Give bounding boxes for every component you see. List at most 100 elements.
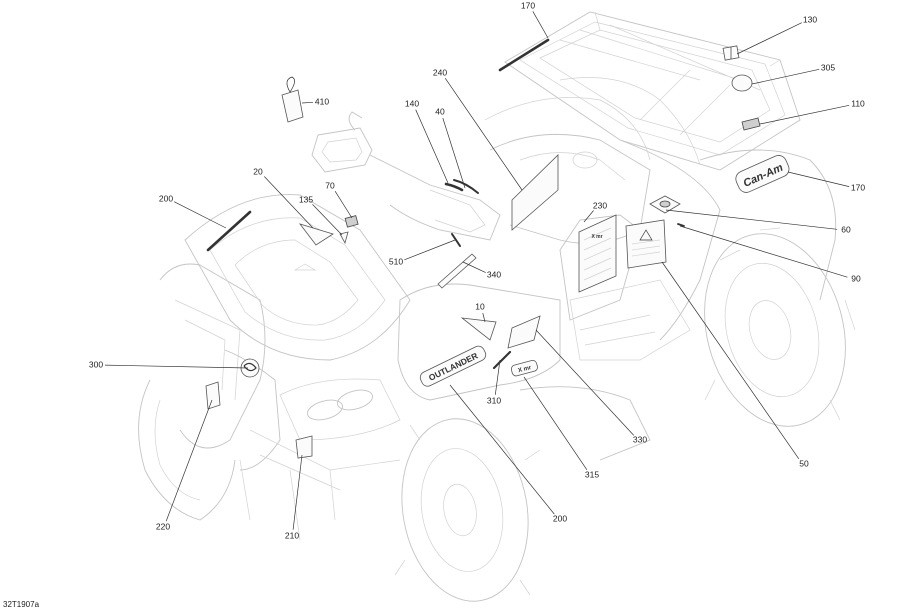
callout-leader	[494, 359, 501, 395]
decal-315: X mr	[510, 359, 538, 377]
callout-leader	[334, 191, 353, 219]
callout-20-8: 20	[253, 166, 314, 229]
callout-label: 70	[325, 180, 335, 190]
callout-label: 135	[299, 194, 313, 204]
decals: Can-Am X mr	[205, 38, 790, 459]
callout-200-24: 200	[449, 384, 567, 523]
callout-leader	[312, 204, 343, 236]
callout-label: 305	[821, 62, 835, 72]
callout-label: 340	[487, 269, 501, 279]
callout-110-4: 110	[759, 98, 865, 125]
callout-label: 200	[553, 513, 567, 523]
callout-leader	[462, 261, 486, 273]
decal-40	[453, 179, 479, 194]
callout-315-23: 315	[523, 376, 599, 479]
callout-label: 410	[315, 96, 329, 106]
callout-leader	[449, 384, 555, 515]
decal-340	[437, 253, 477, 289]
callout-240-7: 240	[433, 67, 523, 191]
callout-60-14: 60	[665, 209, 851, 234]
callout-leader	[679, 225, 848, 278]
callout-10-18: 10	[475, 301, 486, 323]
decal-90	[677, 223, 685, 227]
drawing-reference: 32T1907a	[3, 600, 40, 609]
callout-leader	[665, 209, 838, 230]
callout-leader	[523, 376, 588, 470]
callout-200-11: 200	[159, 193, 227, 229]
callout-leader	[165, 399, 213, 522]
callout-label: 170	[851, 182, 865, 192]
callout-label: 200	[159, 193, 173, 203]
callout-leader	[264, 176, 314, 229]
callout-label: 240	[433, 67, 447, 77]
callout-40-6: 40	[435, 106, 466, 189]
callout-leader	[104, 364, 249, 369]
decal-240	[511, 154, 559, 231]
decal-210	[295, 435, 313, 459]
callout-50-22: 50	[661, 261, 809, 468]
svg-text:X mr: X mr	[518, 365, 533, 374]
callout-leader	[173, 201, 227, 229]
callout-170-12: 170	[787, 171, 865, 192]
callout-label: 10	[475, 301, 485, 311]
callout-leader	[661, 261, 800, 459]
decal-10	[460, 317, 497, 341]
decal-70	[344, 215, 359, 228]
callout-leader	[787, 171, 850, 187]
decal-110	[741, 117, 761, 131]
callout-leader	[301, 101, 314, 104]
decal-200-model: OUTLANDER	[419, 345, 487, 387]
decal-305	[731, 74, 753, 92]
callout-label: 110	[851, 98, 865, 108]
callout-leader	[404, 239, 456, 261]
callout-leader	[535, 329, 635, 436]
decal-135	[339, 231, 349, 245]
callout-leader	[442, 117, 466, 189]
callout-leader	[444, 78, 523, 191]
decal-220	[205, 381, 221, 410]
decal-510	[451, 233, 461, 247]
callout-300-19: 300	[89, 359, 249, 369]
decal-200-front	[206, 210, 252, 252]
callout-leader	[482, 312, 486, 323]
callout-label: 330	[633, 434, 647, 444]
callout-leader	[583, 210, 594, 223]
callout-510-17: 510	[389, 239, 456, 266]
decal-230	[578, 214, 617, 293]
callout-label: 40	[435, 106, 445, 116]
callout-label: 20	[253, 166, 263, 176]
decal-310	[492, 350, 512, 370]
callout-label: 300	[89, 359, 103, 369]
callout-label: 130	[803, 14, 817, 24]
callout-130-1: 130	[736, 14, 817, 55]
callout-leader	[532, 11, 549, 39]
callout-label: 230	[593, 200, 607, 210]
callout-210-26: 210	[285, 454, 303, 540]
callout-label: 50	[799, 458, 809, 468]
callout-leader	[751, 68, 820, 85]
callout-label: 170	[521, 0, 535, 10]
callout-230-13: 230	[583, 200, 607, 223]
callout-label: 60	[841, 224, 851, 234]
callout-220-25: 220	[156, 399, 213, 531]
callout-leader	[759, 104, 850, 125]
callout-label: 90	[851, 273, 861, 283]
callout-90-15: 90	[679, 225, 861, 283]
decal-170-top	[498, 38, 550, 72]
decal-50	[625, 219, 667, 269]
callout-70-9: 70	[325, 180, 353, 219]
callout-340-16: 340	[462, 261, 501, 279]
decal-410	[281, 89, 304, 123]
callout-330-21: 330	[535, 329, 647, 444]
decal-170-brand: Can-Am	[735, 155, 790, 193]
decal-140	[444, 182, 464, 192]
callout-label: 510	[389, 256, 403, 266]
callout-leader	[292, 454, 303, 530]
svg-text:X mr: X mr	[591, 234, 602, 240]
callout-label: 310	[487, 395, 501, 405]
callout-leader	[415, 109, 449, 184]
callout-leader	[736, 22, 802, 55]
callout-310-20: 310	[487, 359, 501, 405]
